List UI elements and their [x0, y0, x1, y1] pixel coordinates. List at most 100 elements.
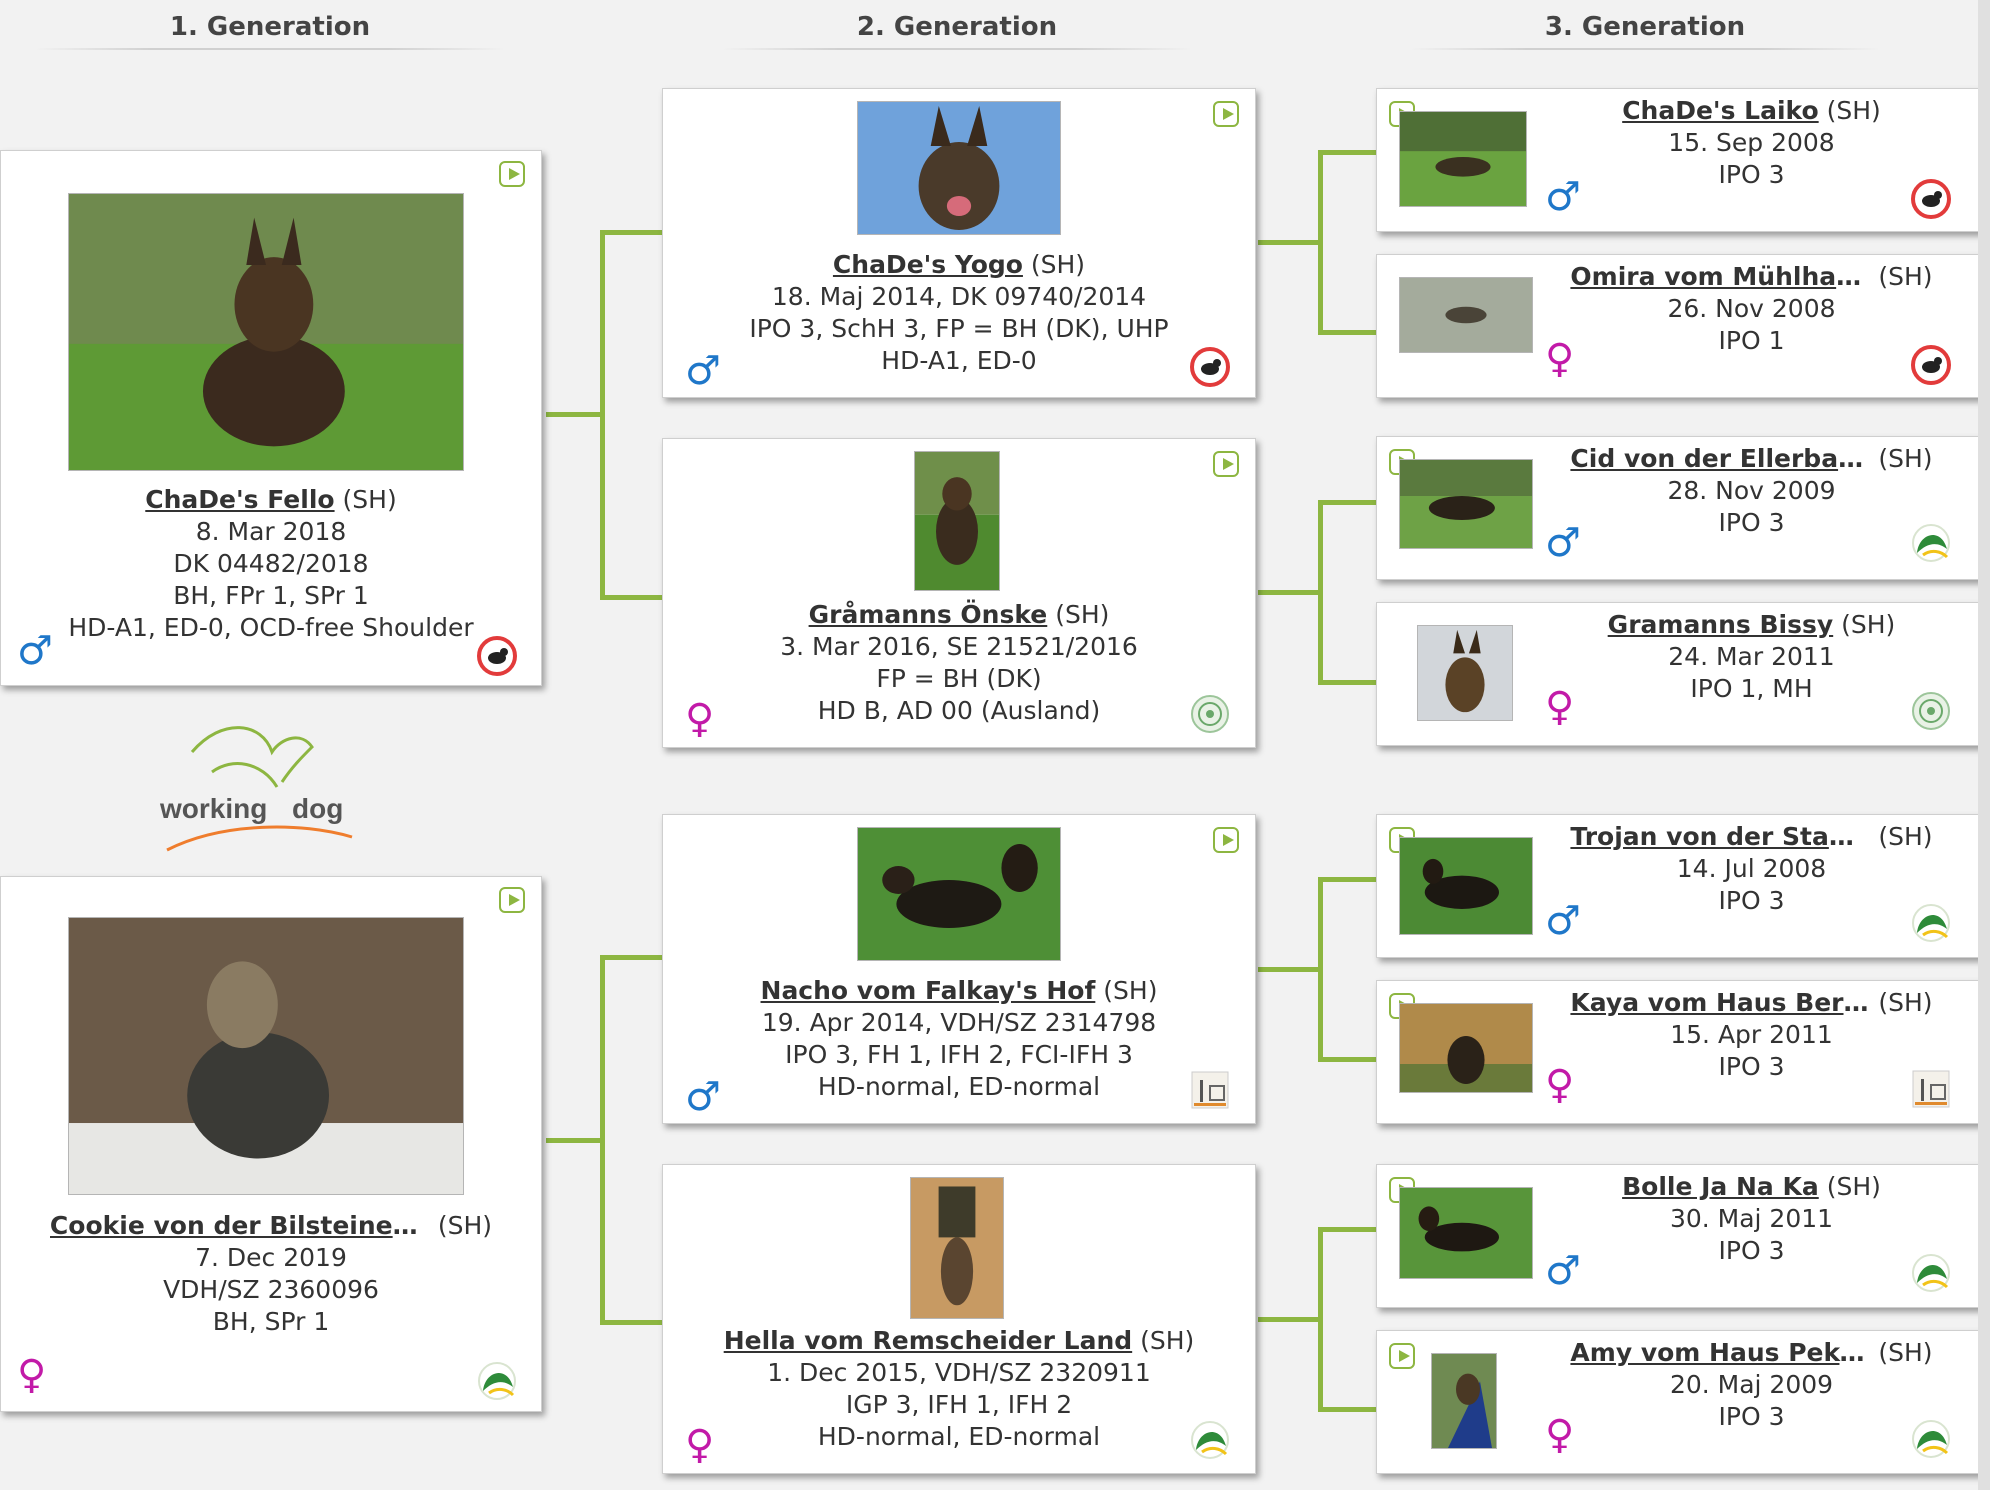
dog-photo[interactable]	[1399, 111, 1527, 207]
male-symbol-icon: ♂	[1545, 1248, 1581, 1294]
connector-line	[1318, 150, 1323, 335]
dog-name-link[interactable]: Nacho vom Falkay's Hof	[760, 976, 1096, 1005]
dog-card[interactable]: Nacho vom Falkay's Hof (SH) 19. Apr 2014…	[662, 814, 1256, 1124]
dog-card[interactable]: Amy vom Haus Peker... (SH) 20. Maj 2009 …	[1376, 1330, 1990, 1474]
connector-line	[1318, 1057, 1376, 1062]
connector-line	[600, 955, 605, 1325]
dog-card[interactable]: Cid von der Ellerbach... (SH) 28. Nov 20…	[1376, 436, 1990, 580]
dog-name-link[interactable]: Omira vom Mühlham...	[1570, 262, 1871, 291]
dog-card[interactable]: Gramanns Bissy (SH) 24. Mar 2011 IPO 1, …	[1376, 602, 1990, 746]
dog-card[interactable]: Omira vom Mühlham... (SH) 26. Nov 2008 I…	[1376, 254, 1990, 398]
dog-photo[interactable]	[857, 827, 1061, 961]
dog-name-link[interactable]: Kaya vom Haus Beren...	[1570, 988, 1870, 1017]
dog-breed-code: (SH)	[1030, 250, 1086, 279]
dog-breed-code: (SH)	[1841, 610, 1896, 639]
dog-name-link[interactable]: ChaDe's Fello	[145, 485, 335, 514]
dog-breed-code: (SH)	[342, 485, 397, 514]
dog-detail-line: 26. Nov 2008	[1667, 294, 1836, 323]
dog-name-link[interactable]: Gråmanns Önske	[808, 600, 1048, 629]
dog-name-link[interactable]: Bolle Ja Na Ka	[1622, 1172, 1819, 1201]
dog-photo[interactable]	[1417, 625, 1513, 721]
dog-info: Trojan von der Staats... (SH) 14. Jul 20…	[1542, 821, 1961, 917]
male-symbol-icon: ♂	[685, 348, 721, 394]
logo-word-dog: dog	[292, 793, 343, 824]
dog-card-dam[interactable]: Cookie von der Bilsteiner Fr... (SH) 7. …	[0, 876, 542, 1412]
dog-photo[interactable]	[1399, 459, 1533, 549]
dog-info: Omira vom Mühlham... (SH) 26. Nov 2008 I…	[1542, 261, 1961, 357]
dog-name-link[interactable]: Cookie von der Bilsteiner Fr...	[49, 1211, 430, 1240]
dog-photo[interactable]	[1399, 1187, 1533, 1279]
dog-breed-code: (SH)	[1826, 96, 1881, 125]
scrollbar-track[interactable]	[1978, 0, 1990, 1490]
dog-breed-code: (SH)	[1140, 1326, 1195, 1355]
header-generation-2: 2. Generation	[722, 12, 1192, 52]
green-leaf-badge-icon	[1911, 1419, 1951, 1459]
dog-detail-line: DK 04482/2018	[173, 549, 369, 578]
dog-breed-code: (SH)	[1826, 1172, 1881, 1201]
dog-name-link[interactable]: Hella vom Remscheider Land	[723, 1326, 1133, 1355]
logo-word-working: working	[159, 793, 267, 824]
video-play-icon[interactable]	[499, 161, 525, 187]
dog-info: Gramanns Bissy (SH) 24. Mar 2011 IPO 1, …	[1542, 609, 1961, 705]
dog-detail-line: HD-normal, ED-normal	[817, 1422, 1101, 1451]
dog-card[interactable]: ChaDe's Laiko (SH) 15. Sep 2008 IPO 3 ♂	[1376, 88, 1990, 232]
green-leaf-badge-icon	[1911, 903, 1951, 943]
connector-line	[546, 412, 602, 417]
connector-line	[1318, 1227, 1376, 1232]
connector-line	[600, 1320, 662, 1325]
dog-detail-line: 3. Mar 2016, SE 21521/2016	[780, 632, 1138, 661]
connector-line	[1318, 680, 1376, 685]
video-play-icon[interactable]	[1213, 101, 1239, 127]
dog-card-sire[interactable]: ChaDe's Fello (SH) 8. Mar 2018 DK 04482/…	[0, 150, 542, 686]
dog-info: Kaya vom Haus Beren... (SH) 15. Apr 2011…	[1542, 987, 1961, 1083]
dog-photo[interactable]	[1431, 1353, 1497, 1449]
dog-photo[interactable]	[1399, 277, 1533, 353]
green-leaf-badge-icon	[1190, 1420, 1230, 1460]
dog-detail-line: BH, SPr 1	[212, 1307, 330, 1336]
header-label: 3. Generation	[1544, 12, 1746, 42]
dog-card[interactable]: Kaya vom Haus Beren... (SH) 15. Apr 2011…	[1376, 980, 1990, 1124]
dog-photo[interactable]	[68, 193, 464, 471]
connector-line	[1318, 500, 1323, 685]
dog-detail-line: IPO 3	[1718, 1236, 1785, 1265]
dog-card[interactable]: Hella vom Remscheider Land (SH) 1. Dec 2…	[662, 1164, 1256, 1474]
dog-detail-line: 20. Maj 2009	[1669, 1370, 1834, 1399]
dog-name-link[interactable]: ChaDe's Laiko	[1622, 96, 1819, 125]
dog-photo[interactable]	[857, 101, 1061, 235]
dog-detail-line: 15. Apr 2011	[1670, 1020, 1833, 1049]
dog-breed-code: (SH)	[1878, 822, 1933, 851]
connector-line	[1318, 330, 1376, 335]
dog-photo[interactable]	[1399, 837, 1533, 935]
green-leaf-badge-icon	[477, 1361, 517, 1401]
dog-detail-line: HD-normal, ED-normal	[817, 1072, 1101, 1101]
red-dog-badge-icon	[1190, 347, 1230, 387]
dog-photo[interactable]	[914, 451, 1000, 591]
dog-detail-line: 30. Maj 2011	[1669, 1204, 1834, 1233]
video-play-icon[interactable]	[1213, 451, 1239, 477]
red-dog-badge-icon	[1911, 345, 1951, 385]
dog-name-link[interactable]: Trojan von der Staats...	[1570, 822, 1871, 851]
dog-info: Bolle Ja Na Ka (SH) 30. Maj 2011 IPO 3	[1542, 1171, 1961, 1267]
video-play-icon[interactable]	[1389, 1343, 1415, 1369]
dog-card[interactable]: Gråmanns Önske (SH) 3. Mar 2016, SE 2152…	[662, 438, 1256, 748]
video-play-icon[interactable]	[1213, 827, 1239, 853]
red-dog-badge-icon	[477, 636, 517, 676]
dog-card[interactable]: Trojan von der Staats... (SH) 14. Jul 20…	[1376, 814, 1990, 958]
header-generation-3: 3. Generation	[1410, 12, 1880, 52]
dog-name-link[interactable]: Cid von der Ellerbach...	[1570, 444, 1871, 473]
dog-card[interactable]: Bolle Ja Na Ka (SH) 30. Maj 2011 IPO 3 ♂	[1376, 1164, 1990, 1308]
video-play-icon[interactable]	[499, 887, 525, 913]
connector-line	[1318, 877, 1323, 1062]
dog-photo[interactable]	[1399, 1003, 1533, 1093]
green-seal-badge-icon	[1190, 694, 1230, 734]
female-symbol-icon: ♀	[17, 1352, 47, 1398]
connector-line	[1318, 1407, 1376, 1412]
dog-name-link[interactable]: Amy vom Haus Peker...	[1570, 1338, 1871, 1367]
dog-detail-line: 19. Apr 2014, VDH/SZ 2314798	[761, 1008, 1157, 1037]
dog-card[interactable]: ChaDe's Yogo (SH) 18. Maj 2014, DK 09740…	[662, 88, 1256, 398]
dog-name-link[interactable]: Gramanns Bissy	[1607, 610, 1834, 639]
dog-photo[interactable]	[68, 917, 464, 1195]
dog-photo[interactable]	[910, 1177, 1004, 1319]
dog-name-link[interactable]: ChaDe's Yogo	[832, 250, 1023, 279]
